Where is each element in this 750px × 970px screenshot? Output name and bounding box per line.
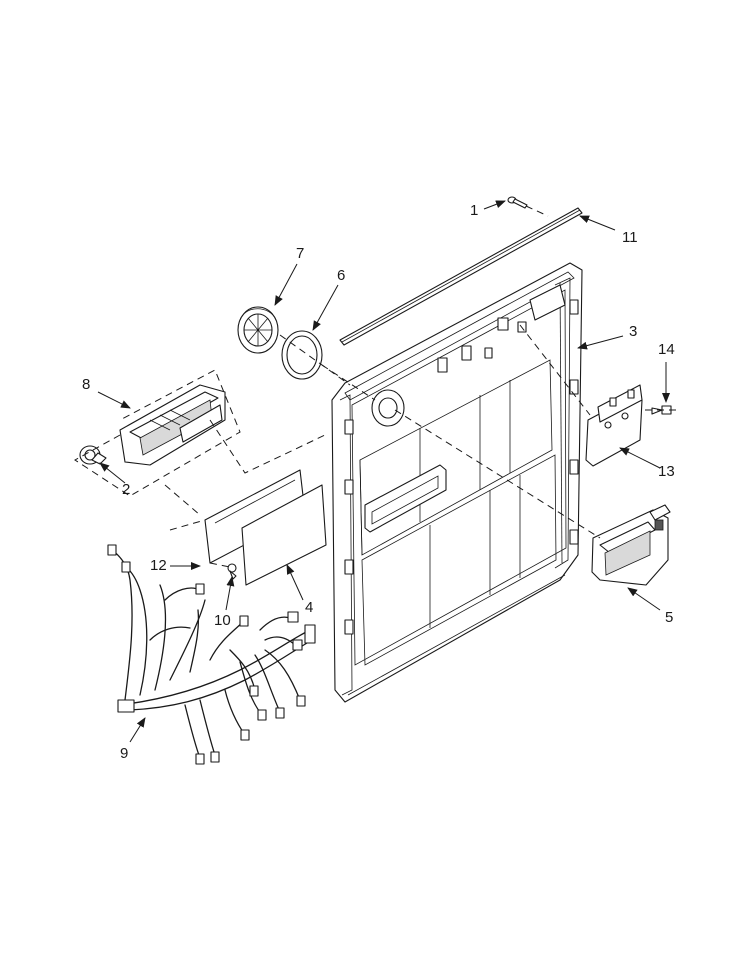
gasket-ring <box>281 330 323 380</box>
callout-labels: 1 2 3 4 5 6 7 8 9 10 11 12 13 14 <box>82 202 675 762</box>
callout-10: 10 <box>214 612 231 629</box>
callout-5: 5 <box>665 609 673 626</box>
control-bracket <box>585 384 643 467</box>
insulation-pad-front <box>241 484 327 586</box>
callout-3: 3 <box>629 323 637 340</box>
callout-7: 7 <box>296 245 304 262</box>
rinse-aid-cap <box>237 306 279 354</box>
callout-11: 11 <box>622 229 638 246</box>
control-housing <box>119 384 226 466</box>
callout-6: 6 <box>337 267 345 284</box>
callout-13: 13 <box>658 463 675 480</box>
callout-12: 12 <box>150 557 167 574</box>
top-trim-strip <box>339 207 583 346</box>
callout-8: 8 <box>82 376 90 393</box>
detergent-dispenser <box>591 504 671 586</box>
wire-harness <box>107 544 316 765</box>
callout-9: 9 <box>120 745 128 762</box>
callout-4: 4 <box>305 599 313 616</box>
callout-leaders <box>97 200 670 743</box>
callout-14: 14 <box>658 341 675 358</box>
alignment-lines <box>74 205 676 568</box>
screw-part-1 <box>507 196 528 209</box>
callout-1: 1 <box>470 202 478 219</box>
screw-part-10 <box>227 563 237 580</box>
inner-door-panel <box>331 262 583 703</box>
callout-2: 2 <box>122 481 130 498</box>
